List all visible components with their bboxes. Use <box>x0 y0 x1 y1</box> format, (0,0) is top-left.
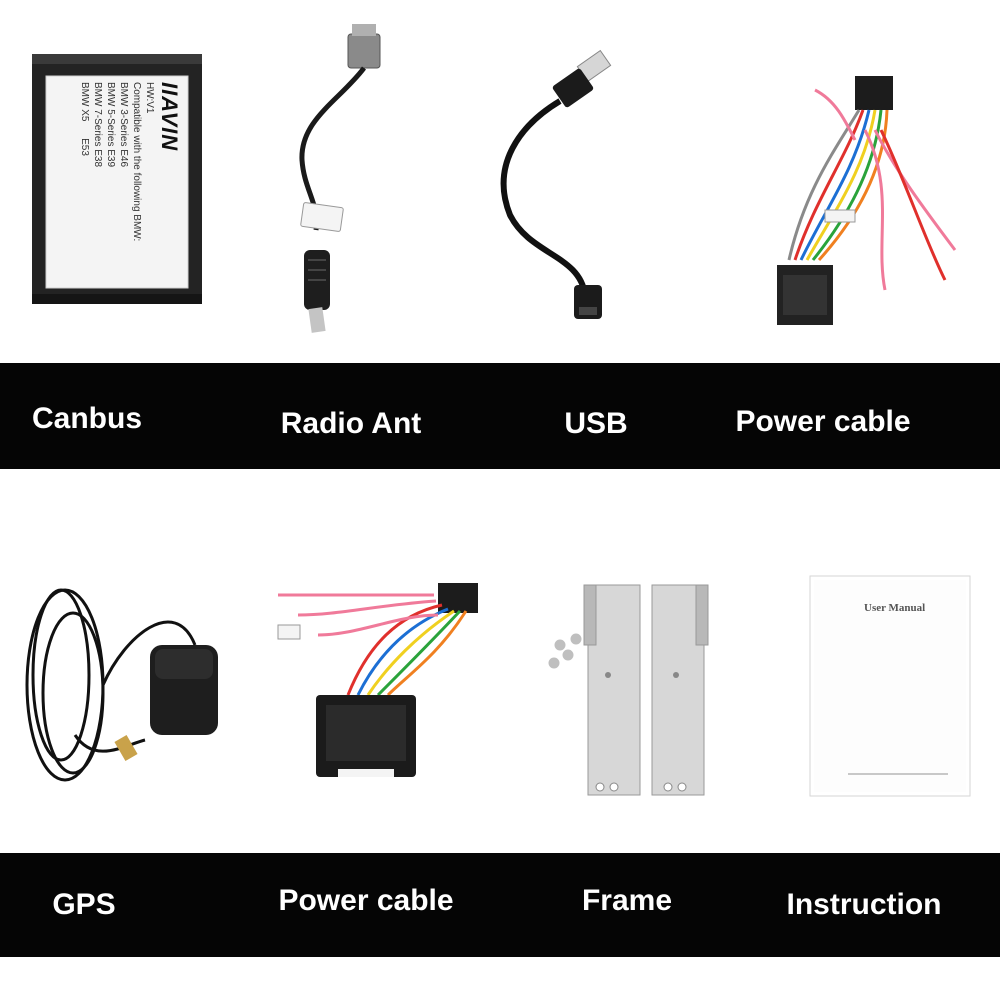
label-power-cable-top: Power cable <box>735 405 911 438</box>
usb-cable-image <box>490 45 640 335</box>
label-band-bottom <box>0 853 1000 957</box>
canbus-sticker-line: HW:V1 <box>144 82 155 114</box>
canbus-sticker-line: BMW 5-Series E39 <box>105 82 116 168</box>
label-canbus: Canbus <box>31 402 143 435</box>
canbus-sticker-line: BMW X5 E53 <box>79 82 90 156</box>
canbus-sticker: IIAVIN HW:V1 Compatible with the followi… <box>50 80 184 284</box>
frame-brackets-image <box>540 575 720 805</box>
power-cable-quadlock-image <box>258 575 498 790</box>
label-instruction: Instruction <box>786 888 942 921</box>
canbus-box-image: IIAVIN HW:V1 Compatible with the followi… <box>28 48 208 310</box>
power-cable-iso-image <box>755 70 975 340</box>
label-frame: Frame <box>581 884 673 917</box>
user-manual-image: User Manual <box>808 574 974 800</box>
label-power-cable-bottom: Power cable <box>278 884 454 917</box>
label-gps: GPS <box>52 888 116 921</box>
canbus-sticker-line: BMW 3-Series E46 <box>118 82 129 168</box>
manual-title: User Manual <box>864 602 926 614</box>
canbus-sticker-line: Compatible with the following BMW: <box>131 82 142 242</box>
label-usb: USB <box>564 407 628 440</box>
gps-antenna-image <box>15 575 230 790</box>
canbus-sticker-line: BMW 7-Series E38 <box>92 82 103 168</box>
label-band-top <box>0 363 1000 469</box>
label-radio-ant: Radio Ant <box>280 407 422 440</box>
radio-antenna-image <box>280 20 420 340</box>
canbus-brand-logo: IIAVIN <box>157 82 182 152</box>
